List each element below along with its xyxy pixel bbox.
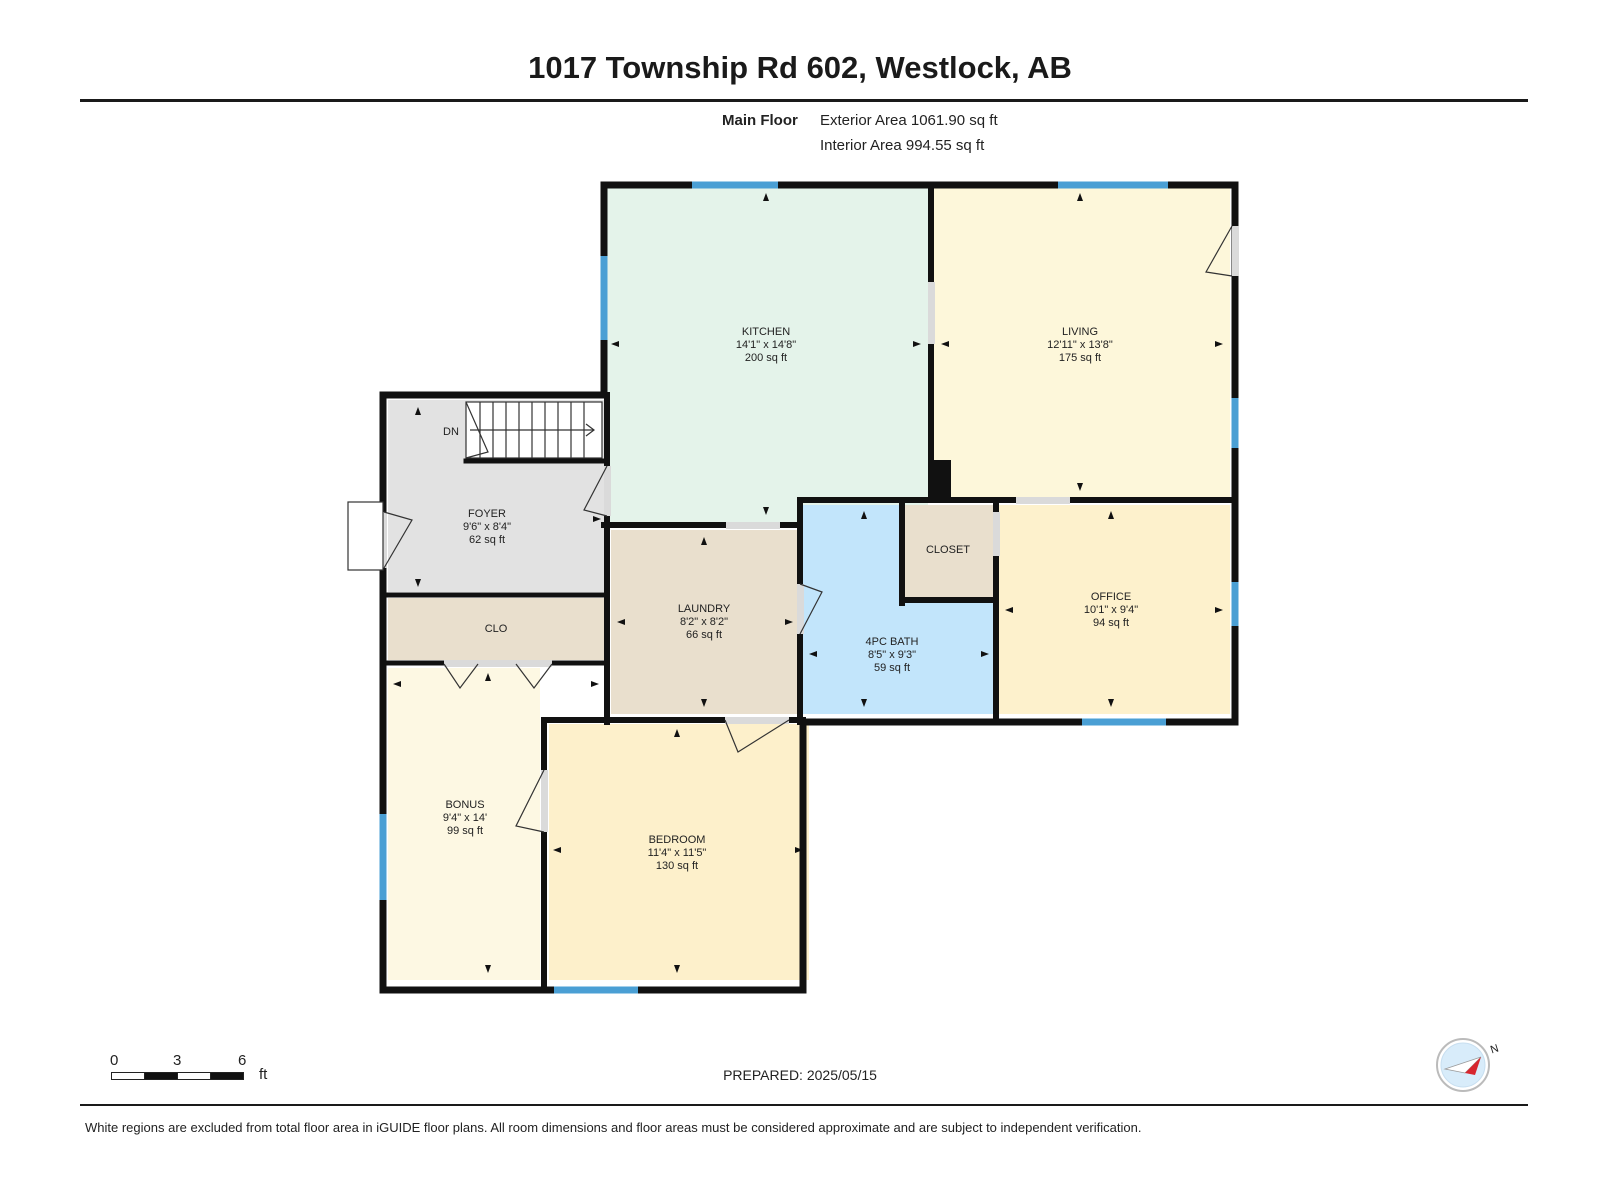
dimension-arrow-down (763, 507, 769, 515)
disclaimer: White regions are excluded from total fl… (85, 1120, 1142, 1135)
dimension-arrow-right (981, 651, 989, 657)
title-rule (80, 99, 1528, 102)
room-living (934, 188, 1230, 498)
bedroom-name: BEDROOM (649, 834, 706, 846)
room-kitchen (604, 188, 928, 522)
dimension-arrow-left (809, 651, 817, 657)
dimension-arrow-down (1077, 483, 1083, 491)
scale-bar: 0 3 6 ft (110, 1052, 290, 1102)
dimension-arrow-down (1108, 699, 1114, 707)
dimension-arrow-up (1108, 511, 1114, 519)
room-office (999, 505, 1230, 714)
dimension-arrow-up (1077, 193, 1083, 201)
door-swings (383, 225, 1233, 833)
dimension-arrow-down (485, 965, 491, 973)
dimension-arrow-up (763, 193, 769, 201)
clo-name: CLO (485, 623, 508, 635)
dimension-arrow-up (674, 729, 680, 737)
kitchen-name: KITCHEN (742, 326, 790, 338)
room-closet (905, 505, 993, 597)
walls (379, 181, 1239, 994)
scale-segment (210, 1072, 244, 1080)
floor-label: Main Floor (722, 112, 798, 129)
dimension-arrow-right (795, 847, 803, 853)
dimension-arrow-left (611, 341, 619, 347)
dimension-arrow-right (913, 341, 921, 347)
bath-dims: 8'5" x 9'3" (868, 649, 916, 661)
scale-tick-0: 0 (110, 1052, 119, 1069)
room-clo (388, 598, 604, 660)
dimension-arrow-right (593, 516, 601, 522)
dimension-arrow-up (485, 673, 491, 681)
kitchen-dims: 14'1" x 14'8" (736, 339, 796, 351)
living-dims: 12'11" x 13'8" (1047, 339, 1113, 351)
interior-area: Interior Area 994.55 sq ft (820, 137, 985, 154)
foyer-name: FOYER (468, 508, 506, 520)
foyer-dims: 9'6" x 8'4" (463, 521, 511, 533)
laundry-area: 66 sq ft (686, 629, 722, 641)
living-area: 175 sq ft (1059, 352, 1101, 364)
dimension-arrow-up (415, 407, 421, 415)
room-laundry (611, 530, 797, 714)
dimension-arrow-down (415, 579, 421, 587)
dimension-arrow-up (701, 537, 707, 545)
dimension-arrow-left (617, 619, 625, 625)
closet-name: CLOSET (926, 544, 970, 556)
dimension-arrow-right (591, 681, 599, 687)
windows (379, 181, 1239, 994)
office-name: OFFICE (1091, 591, 1131, 603)
scale-tick-3: 3 (173, 1052, 182, 1069)
bath-name: 4PC BATH (866, 636, 919, 648)
exterior-area: Exterior Area 1061.90 sq ft (820, 112, 998, 129)
compass-needle-north (1465, 1057, 1481, 1075)
dimension-arrow-down (701, 699, 707, 707)
kitchen-area: 200 sq ft (745, 352, 787, 364)
stairs (465, 401, 603, 459)
foyer-area: 62 sq ft (469, 534, 505, 546)
bedroom-dims: 11'4" x 11'5" (648, 847, 707, 859)
plan-title: 1017 Township Rd 602, Westlock, AB (528, 50, 1072, 85)
scale-unit: ft (259, 1066, 268, 1083)
room-bedroom (549, 724, 809, 980)
prepared-date: PREPARED: 2025/05/15 (723, 1067, 877, 1083)
footer-rule (80, 1104, 1528, 1106)
bedroom-area: 130 sq ft (656, 860, 698, 872)
dimension-arrow-right (785, 619, 793, 625)
dimension-arrow-up (861, 511, 867, 519)
dimension-arrow-left (553, 847, 561, 853)
dimension-markers (393, 193, 1223, 973)
living-name: LIVING (1062, 326, 1098, 338)
dimension-arrow-left (393, 681, 401, 687)
dimension-arrow-left (1005, 607, 1013, 613)
compass-icon: N (1436, 1038, 1500, 1092)
bonus-dims: 9'4" x 14' (443, 812, 487, 824)
dimension-arrow-down (861, 699, 867, 707)
entry-step (347, 501, 384, 571)
dimension-arrow-right (1215, 607, 1223, 613)
scale-tick-6: 6 (238, 1052, 247, 1069)
dimension-arrow-right (1215, 341, 1223, 347)
bonus-area: 99 sq ft (447, 825, 483, 837)
office-area: 94 sq ft (1093, 617, 1129, 629)
bonus-name: BONUS (445, 799, 484, 811)
bath-area: 59 sq ft (874, 662, 910, 674)
compass-label: N (1489, 1042, 1500, 1056)
laundry-name: LAUNDRY (678, 603, 731, 615)
dimension-arrow-down (674, 965, 680, 973)
laundry-dims: 8'2" x 8'2" (680, 616, 728, 628)
dimension-arrow-left (941, 341, 949, 347)
stairs-label: DN (443, 426, 459, 438)
room-labels: KITCHEN 14'1" x 14'8" 200 sq ft LIVING 1… (443, 326, 1138, 872)
office-dims: 10'1" x 9'4" (1084, 604, 1138, 616)
room-bonus (388, 668, 540, 980)
